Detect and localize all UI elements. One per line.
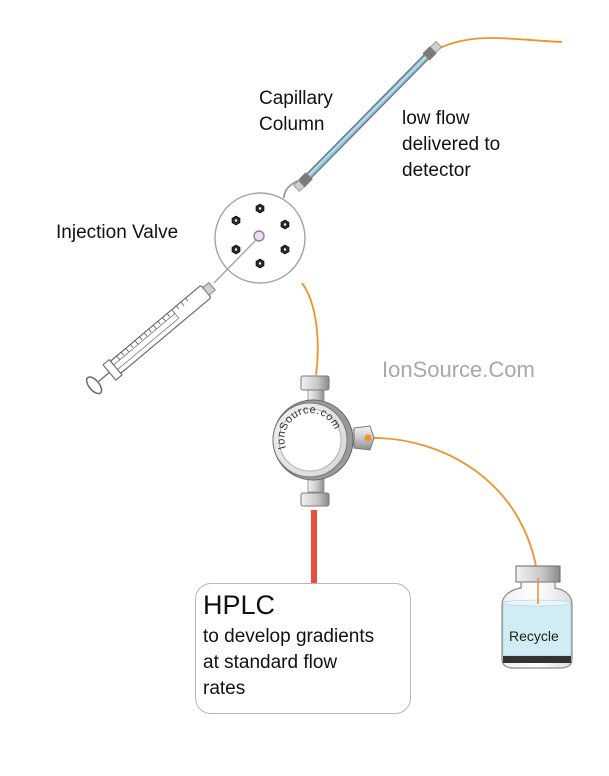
splitter-to-recycle-tubing xyxy=(367,437,539,579)
syringe-icon xyxy=(85,239,257,395)
injection-valve-label: Injection Valve xyxy=(56,222,179,243)
recycle-vial-icon xyxy=(501,565,573,669)
hplc-box xyxy=(195,583,411,714)
low-flow-label-line2: delivered to xyxy=(402,134,501,155)
hplc-desc-line3: rates xyxy=(203,678,246,699)
capillary-label-line2: Column xyxy=(259,114,325,135)
hplc-title: HPLC xyxy=(203,590,276,620)
splitter-tee-icon: IonSource.com xyxy=(272,375,375,507)
recycle-label: Recycle xyxy=(509,628,559,644)
watermark-text: IonSource.Com xyxy=(382,357,535,382)
capillary-column-icon xyxy=(293,40,443,192)
valve-to-column-tubing xyxy=(283,179,301,199)
low-flow-label-line3: detector xyxy=(402,160,471,181)
hplc-desc-line2: at standard flow xyxy=(203,652,338,673)
valve-to-splitter-tubing xyxy=(301,282,319,376)
capillary-label-line1: Capillary xyxy=(259,88,333,109)
hplc-desc-line1: to develop gradients xyxy=(203,626,375,647)
injection-valve-icon xyxy=(214,192,306,284)
low-flow-label-line1: low flow xyxy=(402,108,470,129)
detector-outlet-tubing xyxy=(431,37,563,53)
